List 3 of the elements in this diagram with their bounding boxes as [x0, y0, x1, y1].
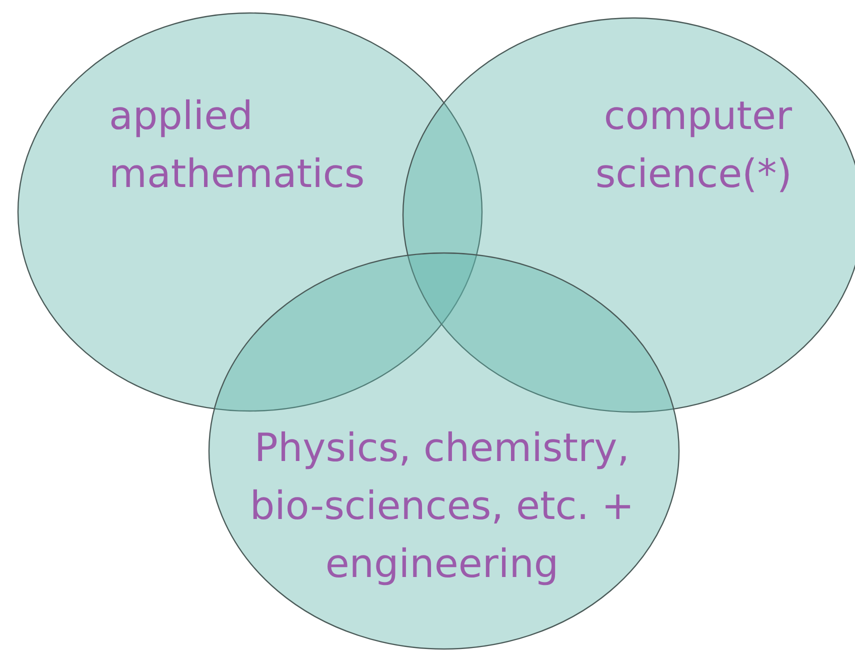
set-label: applied mathematics	[109, 93, 366, 199]
set-label: computer science(*)	[594, 93, 792, 199]
set-label: Physics, chemistry, bio-sciences, etc. + engineering	[248, 425, 636, 589]
